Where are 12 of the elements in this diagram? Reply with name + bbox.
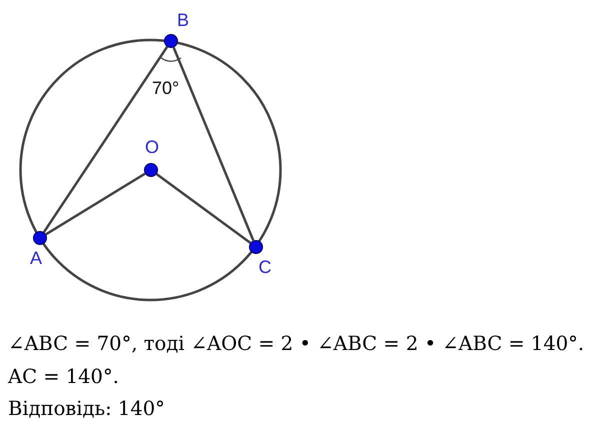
solution-text: AC = 140°.	[8, 365, 119, 388]
answer-text: Відповідь: 140°	[8, 397, 165, 420]
angle-label: 70°	[152, 78, 180, 99]
line-segment	[42, 46, 168, 233]
line-segment	[172, 47, 254, 241]
solution-text: ∠ABC = 70°, тоді ∠AOC = 2 • ∠ABC = 2 • ∠ABC = 140°.	[8, 332, 584, 355]
point-label: C	[258, 258, 272, 276]
point-label: A	[30, 249, 42, 267]
point-label: O	[145, 138, 159, 156]
point-label: B	[177, 11, 189, 29]
line-segment	[45, 172, 146, 236]
line-segment	[156, 173, 252, 244]
